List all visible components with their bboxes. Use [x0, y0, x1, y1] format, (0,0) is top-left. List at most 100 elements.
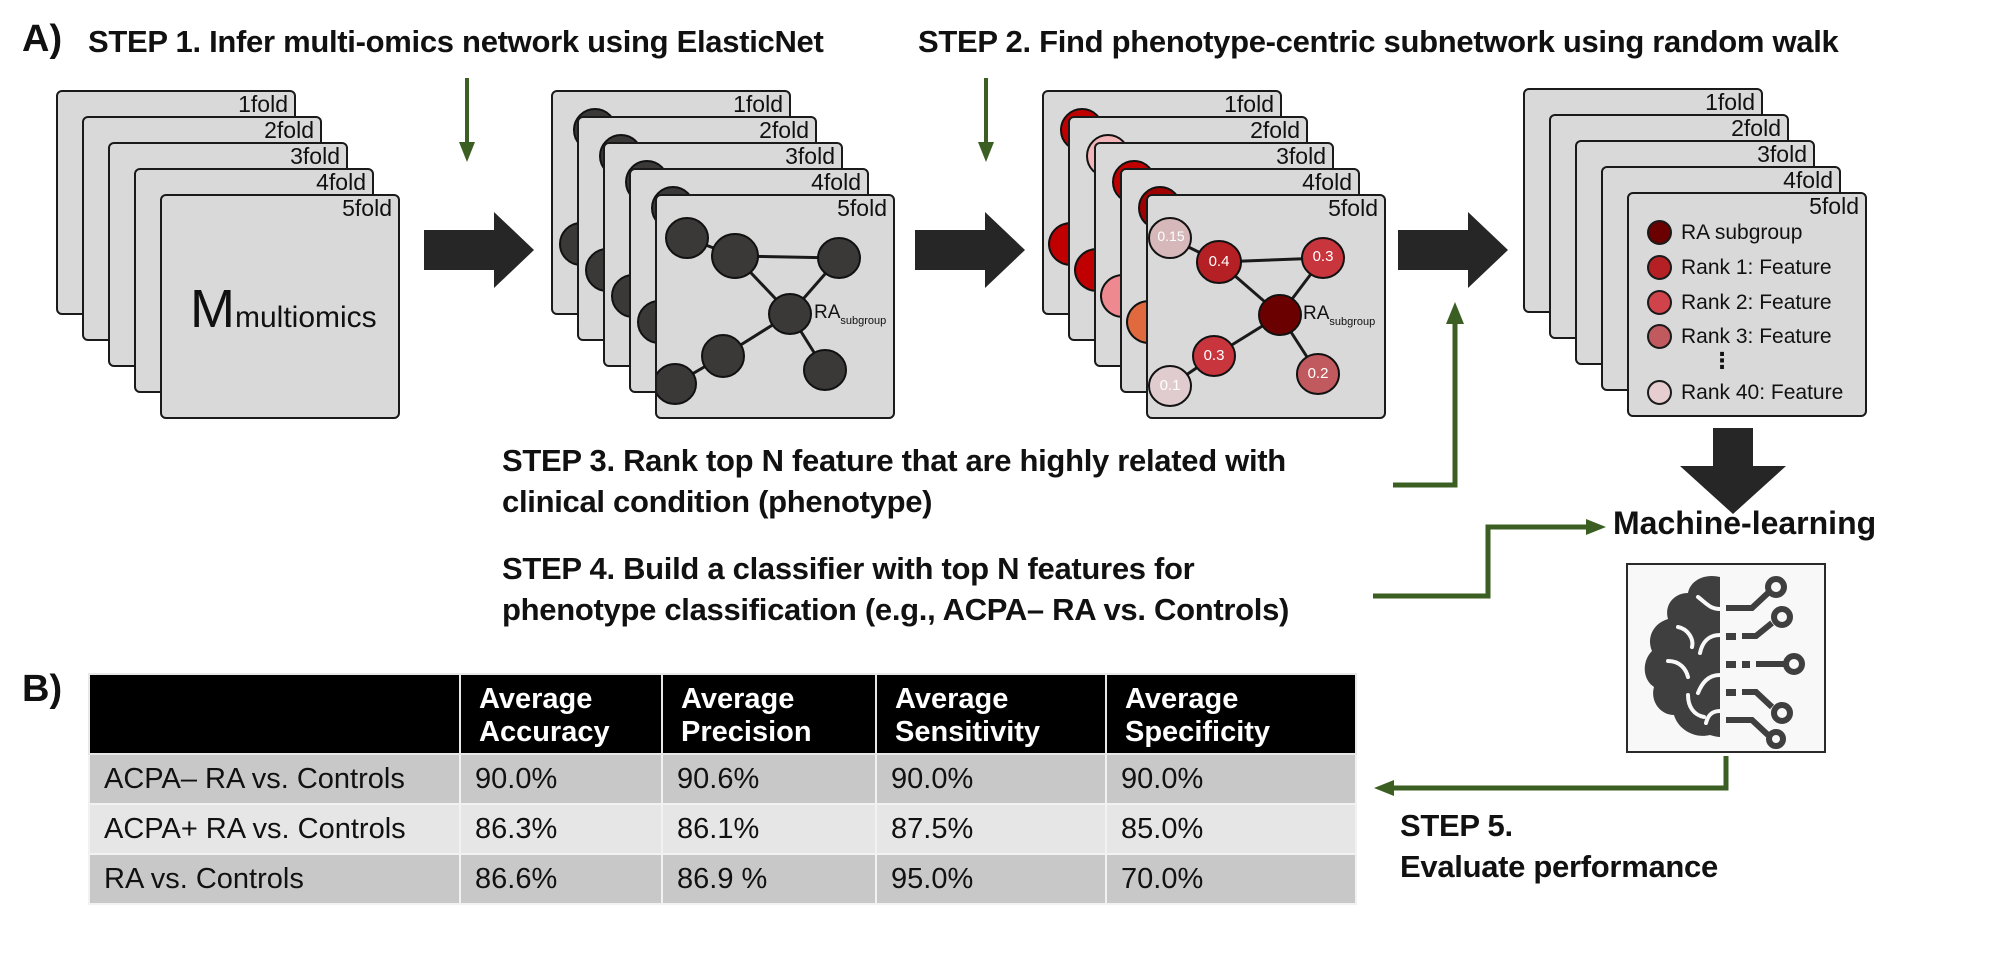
table-cell: 87.5%: [875, 803, 1107, 855]
table-cell: 86.3%: [459, 803, 663, 855]
fold-label: 4fold: [811, 169, 861, 195]
fold-card: 5fold RAsubgroup: [655, 194, 895, 419]
fold-label: 5fold: [837, 195, 887, 221]
step4-arrowhead: [1586, 519, 1606, 535]
brain-circuit-icon: [1644, 575, 1805, 749]
fold-label: 2fold: [759, 117, 809, 143]
legend-label: Rank 1: Feature: [1681, 255, 1832, 279]
step4-connector: [1373, 524, 1590, 599]
walk-score: 0.4: [1208, 253, 1230, 270]
walk-score: 0.2: [1307, 365, 1329, 382]
fold-label: 3fold: [1276, 143, 1326, 169]
legend-label: Rank 3: Feature: [1681, 324, 1832, 348]
table-cell: 86.1%: [661, 803, 877, 855]
network-node: [657, 363, 697, 405]
walk-node: [1301, 237, 1345, 279]
legend-dot: [1647, 380, 1672, 405]
table-header-row: Average Accuracy Average Precision Avera…: [88, 673, 1357, 755]
ml-icon-box: [1626, 563, 1826, 753]
fold-label: 1fold: [1705, 89, 1755, 115]
row-label: ACPA– RA vs. Controls: [88, 753, 461, 805]
fold-label: 4fold: [1302, 169, 1352, 195]
legend-label: RA subgroup: [1681, 220, 1803, 244]
walk-node: [1148, 217, 1192, 259]
ml-label: Machine-learning: [1613, 505, 1877, 541]
table-header-cell: [88, 673, 461, 755]
table-header-accuracy: Average Accuracy: [459, 673, 663, 755]
fold-label: 3fold: [290, 143, 340, 169]
walk-node: [1296, 353, 1340, 395]
table-cell: 90.0%: [1105, 753, 1357, 805]
fold-label: 1fold: [238, 91, 288, 117]
step3-arrowhead: [1446, 302, 1464, 324]
walk-node: [1196, 240, 1242, 284]
fold-card: 5fold Mmultiomics: [160, 194, 400, 419]
step2-title: STEP 2. Find phenotype-centric subnetwor…: [918, 24, 1839, 59]
network-node: [665, 217, 709, 259]
table-cell: 90.0%: [875, 753, 1107, 805]
multiomics-matrix-label: Mmultiomics: [190, 278, 377, 340]
block-arrow-right-icon: [424, 212, 534, 288]
legend-label: Rank 2: Feature: [1681, 290, 1832, 314]
ra-text: RA: [1303, 303, 1330, 324]
block-arrow-down-icon: [1680, 428, 1786, 514]
step4-line: STEP 4. Build a classifier with top N fe…: [502, 551, 1195, 586]
panel-b-label: B): [22, 668, 63, 710]
step1-arrow: [459, 78, 475, 162]
legend-dot: [1647, 255, 1672, 280]
step2-arrow: [978, 78, 994, 162]
legend-dot: [1647, 324, 1672, 349]
block-arrow-right-icon: [1398, 212, 1508, 288]
step5-line: Evaluate performance: [1400, 849, 1718, 884]
fold-card: 5fold RA subgroup Rank 1: Feature Rank 2…: [1627, 192, 1867, 417]
walk-node: [1148, 365, 1192, 407]
network-node: [817, 237, 861, 279]
random-walk-graph: [1148, 217, 1345, 407]
table-header-sensitivity: Average Sensitivity: [875, 673, 1107, 755]
table-cell: 86.6%: [459, 853, 663, 905]
ra-subgroup-label: RAsubgroup: [1303, 303, 1375, 328]
step5-arrowhead: [1374, 780, 1394, 796]
matrix-symbol: M: [190, 279, 235, 339]
fold-label: 2fold: [264, 117, 314, 143]
ra-text: RA: [814, 302, 841, 323]
walk-node: [1192, 335, 1236, 377]
walk-score: 0.1: [1159, 377, 1181, 394]
fold-label: 5fold: [342, 195, 392, 221]
walk-score: 0.3: [1312, 248, 1334, 265]
table-cell: 86.9 %: [661, 853, 877, 905]
ellipsis-icon: ⋮: [1711, 348, 1733, 373]
row-label: RA vs. Controls: [88, 853, 461, 905]
row-label: ACPA+ RA vs. Controls: [88, 803, 461, 855]
table-header-precision: Average Precision: [661, 673, 877, 755]
panel-a-label: A): [22, 18, 63, 60]
fold-label: 1fold: [1224, 91, 1274, 117]
fold-label: 2fold: [1250, 117, 1300, 143]
network-graph: [657, 217, 861, 405]
step3-line: STEP 3. Rank top N feature that are high…: [502, 443, 1286, 478]
table-row: RA vs. Controls 86.6% 86.9 % 95.0% 70.0%: [88, 853, 1357, 905]
legend-item-rank-3: Rank 3: Feature: [1647, 324, 1832, 349]
step3-line: clinical condition (phenotype): [502, 484, 933, 519]
table-cell: 90.6%: [661, 753, 877, 805]
fold-label: 4fold: [316, 169, 366, 195]
legend-item-rank-2: Rank 2: Feature: [1647, 290, 1832, 315]
table-cell: 90.0%: [459, 753, 663, 805]
table-row: ACPA+ RA vs. Controls 86.3% 86.1% 87.5% …: [88, 803, 1357, 855]
matrix-subscript: multiomics: [234, 301, 377, 334]
table-row: ACPA– RA vs. Controls 90.0% 90.6% 90.0% …: [88, 753, 1357, 805]
fold-label: 5fold: [1809, 193, 1859, 219]
network-node-ra: [768, 293, 812, 335]
step3-text: STEP 3. Rank top N feature that are high…: [502, 440, 1286, 522]
fold-label: 3fold: [785, 143, 835, 169]
step5-line: STEP 5.: [1400, 808, 1513, 843]
step3-connector: [1393, 320, 1458, 488]
fold-card: 5fold 0.15 0.4 0.3 0: [1146, 194, 1386, 419]
table-header-specificity: Average Specificity: [1105, 673, 1357, 755]
table-cell: 70.0%: [1105, 853, 1357, 905]
step5-connector: [1390, 756, 1729, 791]
legend-dot: [1647, 290, 1672, 315]
walk-score: 0.15: [1157, 228, 1185, 244]
table-cell: 95.0%: [875, 853, 1107, 905]
legend-dot: [1647, 220, 1672, 245]
